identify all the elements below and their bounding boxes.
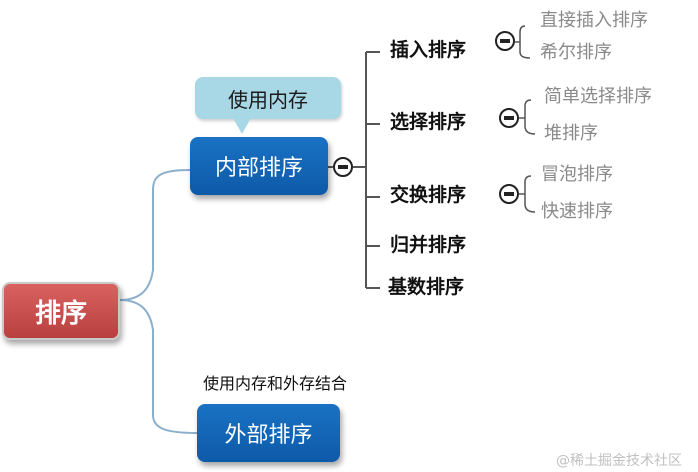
watermark: @稀土掘金技术社区 xyxy=(556,453,682,469)
algorithm-radix-sort[interactable]: 基数排序 xyxy=(388,276,465,298)
leaf-heap-sort[interactable]: 堆排序 xyxy=(544,123,598,144)
leaf-simple-selection-sort[interactable]: 简单选择排序 xyxy=(544,86,652,107)
leaf-straight-insertion-sort[interactable]: 直接插入排序 xyxy=(540,10,648,31)
collapse-icon[interactable] xyxy=(333,157,353,177)
collapse-icon[interactable] xyxy=(499,108,519,128)
collapse-icon[interactable] xyxy=(499,184,519,204)
external-sort-annotation: 使用内存和外存结合 xyxy=(203,374,348,393)
internal-sort-node[interactable]: 内部排序 xyxy=(190,137,328,195)
leaf-shell-sort[interactable]: 希尔排序 xyxy=(540,42,612,63)
root-node[interactable]: 排序 xyxy=(2,282,120,340)
algorithm-merge-sort[interactable]: 归并排序 xyxy=(390,234,467,256)
callout-use-memory: 使用内存 xyxy=(195,77,341,119)
callout-pointer xyxy=(233,118,251,134)
algorithm-insertion-sort[interactable]: 插入排序 xyxy=(390,39,467,61)
collapse-icon[interactable] xyxy=(495,31,515,51)
algorithm-exchange-sort[interactable]: 交换排序 xyxy=(390,184,467,206)
leaf-bubble-sort[interactable]: 冒泡排序 xyxy=(541,164,613,185)
leaf-quick-sort[interactable]: 快速排序 xyxy=(541,201,613,222)
external-sort-node[interactable]: 外部排序 xyxy=(197,404,340,462)
algorithm-selection-sort[interactable]: 选择排序 xyxy=(390,111,467,133)
